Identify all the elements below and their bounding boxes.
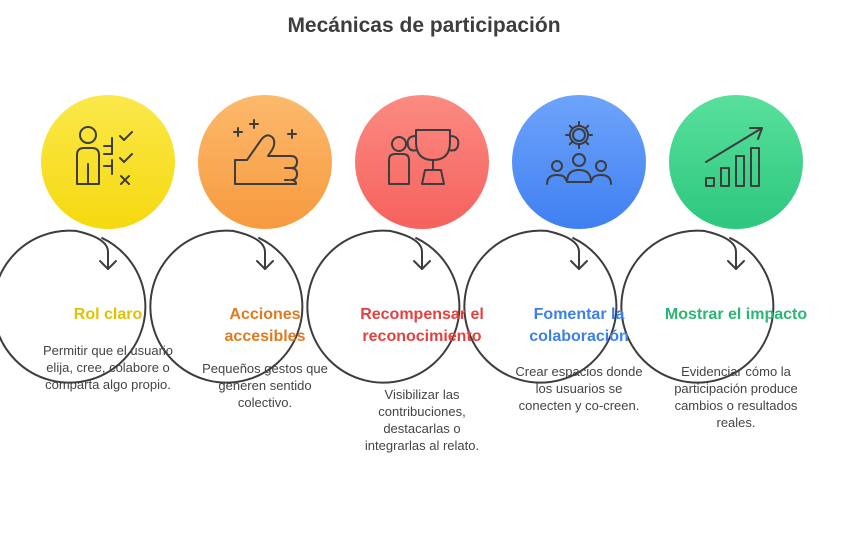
step-ring bbox=[149, 229, 304, 384]
down-arrow bbox=[388, 229, 431, 270]
person-trophy-icon bbox=[388, 129, 460, 185]
step-heading: Rol claro bbox=[73, 306, 143, 323]
step-description: Crear espacios donde los usuarios se con… bbox=[515, 364, 643, 413]
gear-people-icon bbox=[546, 121, 612, 185]
step-circle bbox=[41, 95, 175, 229]
step-description: Permitir que el usuario elija, cree, col… bbox=[42, 343, 174, 392]
down-arrow bbox=[702, 229, 745, 270]
step-ring bbox=[463, 229, 618, 384]
down-arrow bbox=[231, 229, 274, 270]
step-heading: Mostrar el impacto bbox=[664, 306, 808, 323]
down-arrow bbox=[545, 229, 588, 270]
step-heading: Acciones accesibles bbox=[224, 306, 306, 345]
step-circle bbox=[198, 95, 332, 229]
step-description: Visibilizar las contribuciones, destacar… bbox=[364, 387, 480, 453]
step-ring bbox=[0, 229, 147, 384]
step-ring bbox=[620, 229, 775, 384]
thumbs-up-icon bbox=[233, 119, 298, 185]
down-arrow bbox=[74, 229, 117, 270]
person-checklist-icon bbox=[76, 126, 133, 185]
diagram-title: Mecánicas de participación bbox=[287, 14, 561, 37]
step-description: Evidenciar cómo la participación produce… bbox=[674, 364, 798, 430]
step-heading: Recompensar el reconocimiento bbox=[360, 306, 484, 345]
step-circle bbox=[355, 95, 489, 229]
step-circle bbox=[512, 95, 646, 229]
step-heading: Fomentar la colaboración bbox=[529, 306, 629, 345]
step-description: Pequeños gestos que generen sentido cole… bbox=[202, 361, 328, 410]
step-ring bbox=[306, 229, 461, 384]
growth-chart-icon bbox=[705, 127, 763, 187]
